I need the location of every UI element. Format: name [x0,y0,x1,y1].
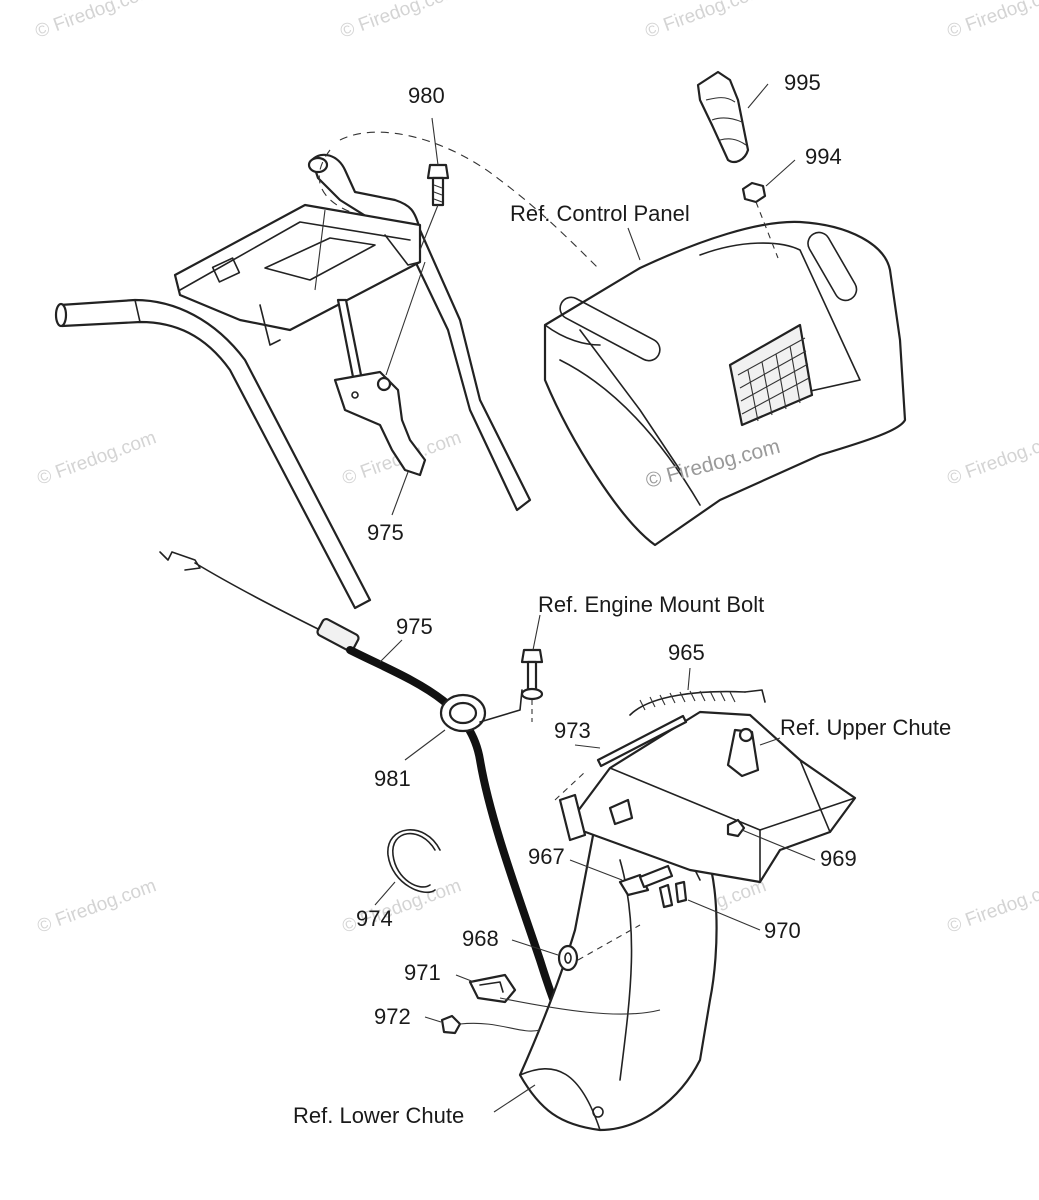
watermark: © Firedog.com [338,0,463,43]
watermark: © Firedog.com [945,427,1039,489]
watermark: © Firedog.com [945,875,1039,937]
callout-ref-control-panel: Ref. Control Panel [510,201,690,226]
callout-965: 965 [668,640,705,665]
callout-974: 974 [356,906,393,931]
callout-971: 971 [404,960,441,985]
callout-975-cable: 975 [396,614,433,639]
callouts: 980 995 994 Ref. Control Panel © Firedog… [293,70,951,1128]
callout-980: 980 [408,83,445,108]
callout-975-lever: 975 [367,520,404,545]
callout-994: 994 [805,144,842,169]
watermark: © Firedog.com [35,427,160,489]
handle-assembly [54,131,601,610]
callout-967: 967 [528,844,565,869]
callout-968: 968 [462,926,499,951]
callout-ref-upper-chute: Ref. Upper Chute [780,715,951,740]
watermark: © Firedog.com [643,0,768,43]
watermark: © Firedog.com [945,0,1039,43]
leader-lines [374,83,816,1113]
watermarks: © Firedog.com © Firedog.com © Firedog.co… [33,0,1039,938]
watermark: © Firedog.com [33,0,158,43]
callout-973: 973 [554,718,591,743]
watermark: © Firedog.com [35,875,160,937]
callout-972: 972 [374,1004,411,1029]
callout-995: 995 [784,70,821,95]
callout-ref-engine-mount-bolt: Ref. Engine Mount Bolt [538,592,764,617]
control-panel [543,70,907,547]
callout-970: 970 [764,918,801,943]
chute-assembly [440,689,857,1132]
callout-969: 969 [820,846,857,871]
callout-981: 981 [374,766,411,791]
callout-ref-lower-chute: Ref. Lower Chute [293,1103,464,1128]
